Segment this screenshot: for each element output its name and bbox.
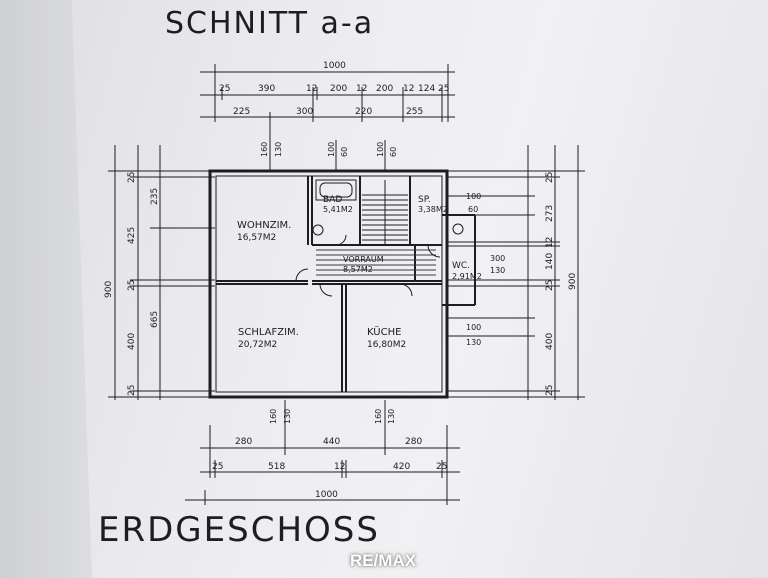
dim-left-mid-3: 25 <box>127 280 137 291</box>
dim-bottom-row2-3: 12 <box>334 462 345 472</box>
dim-bottom-row2-2: 518 <box>268 462 285 472</box>
remax-logo: RE/MAX <box>349 551 417 570</box>
room-label-wohnzimmer: WOHNZIM. <box>237 220 291 231</box>
dim-top-row1-7: 12 <box>403 84 414 94</box>
room-area-speis: 3,38M2 <box>418 205 448 214</box>
room-area-wc: 2,91M2 <box>452 272 482 281</box>
washbasin-icon <box>312 224 324 236</box>
dim-right-mid-1: 25 <box>545 172 555 183</box>
dim-top-opening-2: 130 <box>274 142 283 157</box>
dim-right-inner-5: 100 <box>466 323 481 332</box>
room-label-schlafzimmer: SCHLAFZIM. <box>238 327 299 338</box>
bottom-dimension-lines <box>185 400 460 505</box>
room-area-kueche: 16,80M2 <box>367 340 406 350</box>
dim-right-mid-6: 400 <box>545 333 555 350</box>
dim-left-mid-2: 425 <box>127 227 137 244</box>
dim-right-mid-5: 25 <box>545 280 555 291</box>
dim-top-opening-4: 60 <box>340 147 349 157</box>
room-label-kueche: KÜCHE <box>367 325 401 338</box>
dim-top-total: 1000 <box>323 61 346 71</box>
dim-top-row1-2: 390 <box>258 84 275 94</box>
dim-right-mid-4: 140 <box>545 253 555 270</box>
dim-bottom-total: 1000 <box>315 490 338 500</box>
dim-top-opening-5: 100 <box>376 142 385 157</box>
dim-right-outer-total: 900 <box>568 273 578 290</box>
dim-top-row1-3: 12 <box>306 84 317 94</box>
dim-bottom-opening-2: 130 <box>283 409 292 424</box>
room-label-speis: SP. <box>418 195 431 205</box>
room-label-vorraum: VORRAUM <box>343 255 384 264</box>
door-swing-icons <box>295 234 441 297</box>
room-label-wc: WC. <box>452 261 470 271</box>
bathtub-icon <box>315 179 357 201</box>
dim-top-row2-2: 300 <box>296 107 313 117</box>
dim-bottom-row2-4: 420 <box>393 462 410 472</box>
dim-right-mid-2: 273 <box>545 205 555 222</box>
room-area-bad: 5,41M2 <box>323 205 353 214</box>
toilet-icon <box>452 223 464 235</box>
dim-top-row1-5: 12 <box>356 84 367 94</box>
floor-title: ERDGESCHOSS <box>98 510 380 550</box>
left-dimension-lines <box>108 145 215 400</box>
dim-top-row1-6: 200 <box>376 84 393 94</box>
top-dimension-lines <box>200 64 455 170</box>
dim-bottom-opening-3: 160 <box>374 409 383 424</box>
section-title: SCHNITT a-a <box>165 6 375 41</box>
dim-left-inner-2: 665 <box>150 311 160 328</box>
right-dimension-lines <box>448 145 585 400</box>
dim-bottom-row1-3: 280 <box>405 437 422 447</box>
dim-bottom-row2-5: 25 <box>436 462 447 472</box>
dim-top-opening-6: 60 <box>389 147 398 157</box>
dim-left-outer-total: 900 <box>104 281 114 298</box>
dim-top-row1-9: 25 <box>438 84 449 94</box>
staircase <box>362 180 408 244</box>
dim-right-mid-3: 12 <box>545 237 555 248</box>
dim-top-row2-4: 255 <box>406 107 423 117</box>
dim-top-opening-1: 160 <box>260 142 269 157</box>
dim-right-inner-3: 300 <box>490 254 505 263</box>
dim-bottom-row1-2: 440 <box>323 437 340 447</box>
dim-right-mid-7: 25 <box>545 385 555 396</box>
dim-bottom-opening-1: 160 <box>269 409 278 424</box>
dim-right-inner-6: 130 <box>466 338 481 347</box>
room-area-wohnzimmer: 16,57M2 <box>237 233 276 243</box>
dim-bottom-opening-4: 130 <box>387 409 396 424</box>
room-area-schlafzimmer: 20,72M2 <box>238 340 277 350</box>
dim-left-inner-1: 235 <box>150 188 160 205</box>
dim-top-opening-3: 100 <box>327 142 336 157</box>
dim-right-inner-4: 130 <box>490 266 505 275</box>
dim-top-row1-1: 25 <box>219 84 230 94</box>
dim-top-row2-3: 220 <box>355 107 372 117</box>
dim-top-row1-4: 200 <box>330 84 347 94</box>
dim-right-inner-2: 60 <box>468 205 478 214</box>
corridor-hatch <box>316 249 436 276</box>
dim-left-mid-1: 25 <box>127 172 137 183</box>
dim-top-row2-1: 225 <box>233 107 250 117</box>
dim-left-mid-5: 25 <box>127 385 137 396</box>
dim-right-inner-1: 100 <box>466 192 481 201</box>
dim-left-mid-4: 400 <box>127 333 137 350</box>
dim-bottom-row2-1: 25 <box>212 462 223 472</box>
room-area-vorraum: 8,57M2 <box>343 265 373 274</box>
dim-bottom-row1-1: 280 <box>235 437 252 447</box>
room-label-bad: BAD <box>323 195 342 205</box>
dim-top-row1-8: 124 <box>418 84 435 94</box>
